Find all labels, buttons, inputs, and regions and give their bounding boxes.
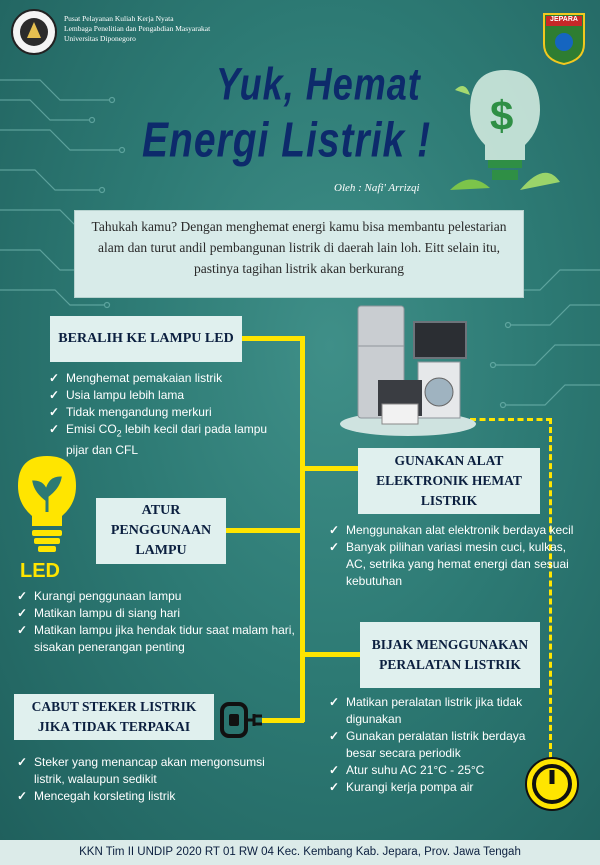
list-item: Matikan peralatan listrik jika tidak dig… [326, 694, 532, 728]
intro-text: Tahukah kamu? Dengan menghemat energi ka… [74, 210, 524, 298]
list-item: Kurangi kerja pompa air [326, 779, 532, 796]
dashed-connector-top [470, 418, 552, 421]
connector-led [242, 336, 304, 341]
section-cabut-list: Steker yang menancap akan mengonsumsi li… [14, 754, 284, 805]
section-bijak-title: BIJAK MENGGUNAKAN PERALATAN LISTRIK [360, 622, 540, 688]
jepara-badge-text: JEPARA [550, 16, 578, 23]
section-atur-list: Kurangi penggunaan lampu Matikan lampu d… [14, 588, 306, 656]
author: Oleh : Nafi' Arrizqi [334, 182, 420, 194]
list-item: Tidak mengandung merkuri [46, 404, 286, 421]
svg-text:$: $ [490, 92, 513, 139]
connector-bijak [304, 652, 362, 657]
footer: KKN Tim II UNDIP 2020 RT 01 RW 04 Kec. K… [0, 840, 600, 865]
section-led-list: Menghemat pemakaian listrik Usia lampu l… [46, 370, 286, 459]
dollar-bulb-icon: $ [450, 70, 560, 190]
section-led-title: BERALIH KE LAMPU LED [50, 316, 242, 362]
list-item: Gunakan peralatan listrik berdaya besar … [326, 728, 532, 762]
co2-text-rest: lebih kecil dari pada lampu pijar dan CF… [66, 422, 268, 458]
list-item: Menggunakan alat elektronik berdaya keci… [326, 522, 574, 539]
co2-text: Emisi CO [66, 422, 117, 436]
section-gunakan-list: Menggunakan alat elektronik berdaya keci… [326, 522, 574, 590]
list-item: Kurangi penggunaan lampu [14, 588, 306, 605]
list-item: Steker yang menancap akan mengonsumsi li… [14, 754, 284, 788]
list-item: Banyak pilihan variasi mesin cuci, kulka… [326, 539, 574, 590]
list-item: Matikan lampu jika hendak tidur saat mal… [14, 622, 306, 656]
led-label: LED [20, 560, 60, 582]
co2-subscript: 2 [116, 428, 122, 439]
undip-logo [11, 9, 57, 55]
header-line-2: Lembaga Penelitian dan Pengabdian Masyar… [64, 24, 211, 33]
header-institution: Pusat Pelayanan Kuliah Kerja Nyata Lemba… [64, 14, 210, 44]
list-item: Atur suhu AC 21°C - 25°C [326, 762, 532, 779]
section-atur-title: ATUR PENGGUNAAN LAMPU [96, 498, 226, 564]
header-line-1: Pusat Pelayanan Kuliah Kerja Nyata [64, 14, 174, 23]
header-line-3: Universitas Diponegoro [64, 34, 136, 43]
list-item: Emisi CO2 lebih kecil dari pada lampu pi… [46, 421, 286, 459]
section-bijak-list: Matikan peralatan listrik jika tidak dig… [326, 694, 532, 796]
plug-icon [220, 702, 262, 738]
section-cabut-title: CABUT STEKER LISTRIK JIKA TIDAK TERPAKAI [14, 694, 214, 740]
jepara-emblem: JEPARA [540, 10, 588, 66]
title-line-1: Yuk, Hemat [216, 58, 421, 110]
section-gunakan-title: GUNAKAN ALAT ELEKTRONIK HEMAT LISTRIK [358, 448, 540, 514]
list-item: Menghemat pemakaian listrik [46, 370, 286, 387]
list-item: Mencegah korsleting listrik [14, 788, 284, 805]
connector-gunakan [304, 466, 358, 471]
appliances-illustration [338, 300, 478, 440]
power-button-icon [525, 757, 579, 811]
connector-atur [226, 528, 304, 533]
led-bulb-icon [18, 456, 76, 552]
title-line-2: Energi Listrik ! [142, 114, 432, 168]
list-item: Usia lampu lebih lama [46, 387, 286, 404]
list-item: Matikan lampu di siang hari [14, 605, 306, 622]
connector-cabut [262, 718, 304, 723]
